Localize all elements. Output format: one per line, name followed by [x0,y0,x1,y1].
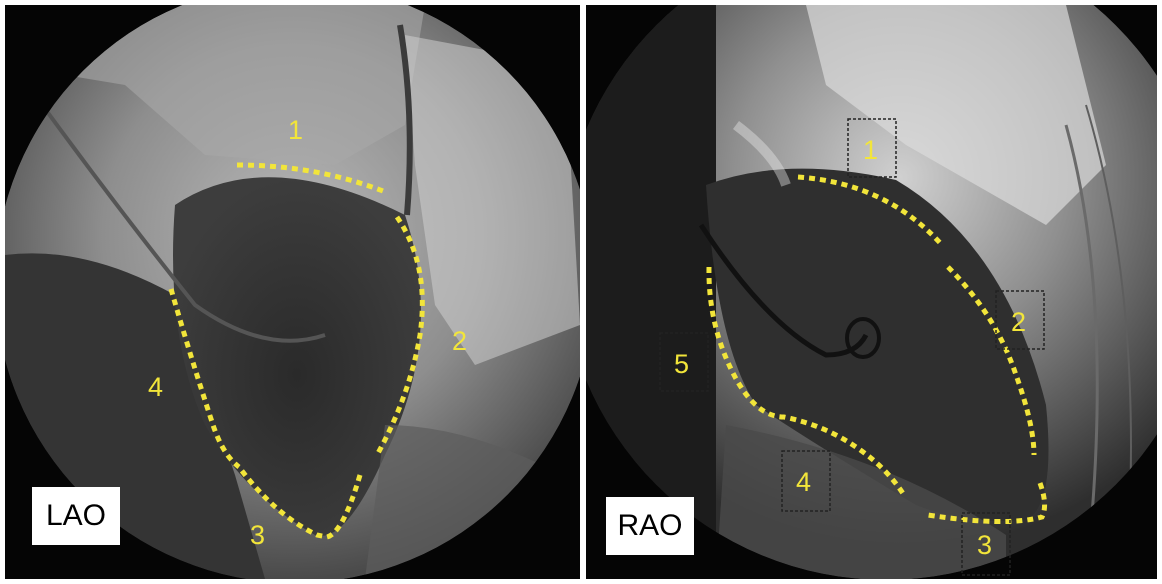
lao-segment-2-label: 2 [452,326,468,356]
lao-panel: 1 2 3 4 LAO [5,5,580,579]
rao-segment-1-label: 1 [863,135,879,165]
lao-segment-1-label: 1 [288,115,304,145]
lao-segment-3-label: 3 [250,520,266,550]
lao-view-label: LAO [32,487,120,545]
rao-segment-3-label: 3 [977,530,993,560]
rao-segment-boxes [659,118,1045,576]
rao-fluoroscopy-image [586,5,1157,579]
lao-ventricle-outline [168,162,425,540]
rao-panel: 1 2 3 4 5 RAO [586,5,1157,579]
rao-segment-2-label: 2 [1011,307,1027,337]
lao-segment-4-label: 4 [148,372,164,402]
rao-ventricle-outline [706,174,1048,525]
rao-segment-4-label: 4 [796,467,812,497]
rao-view-label: RAO [606,497,694,555]
rao-segment-5-label: 5 [674,349,690,379]
